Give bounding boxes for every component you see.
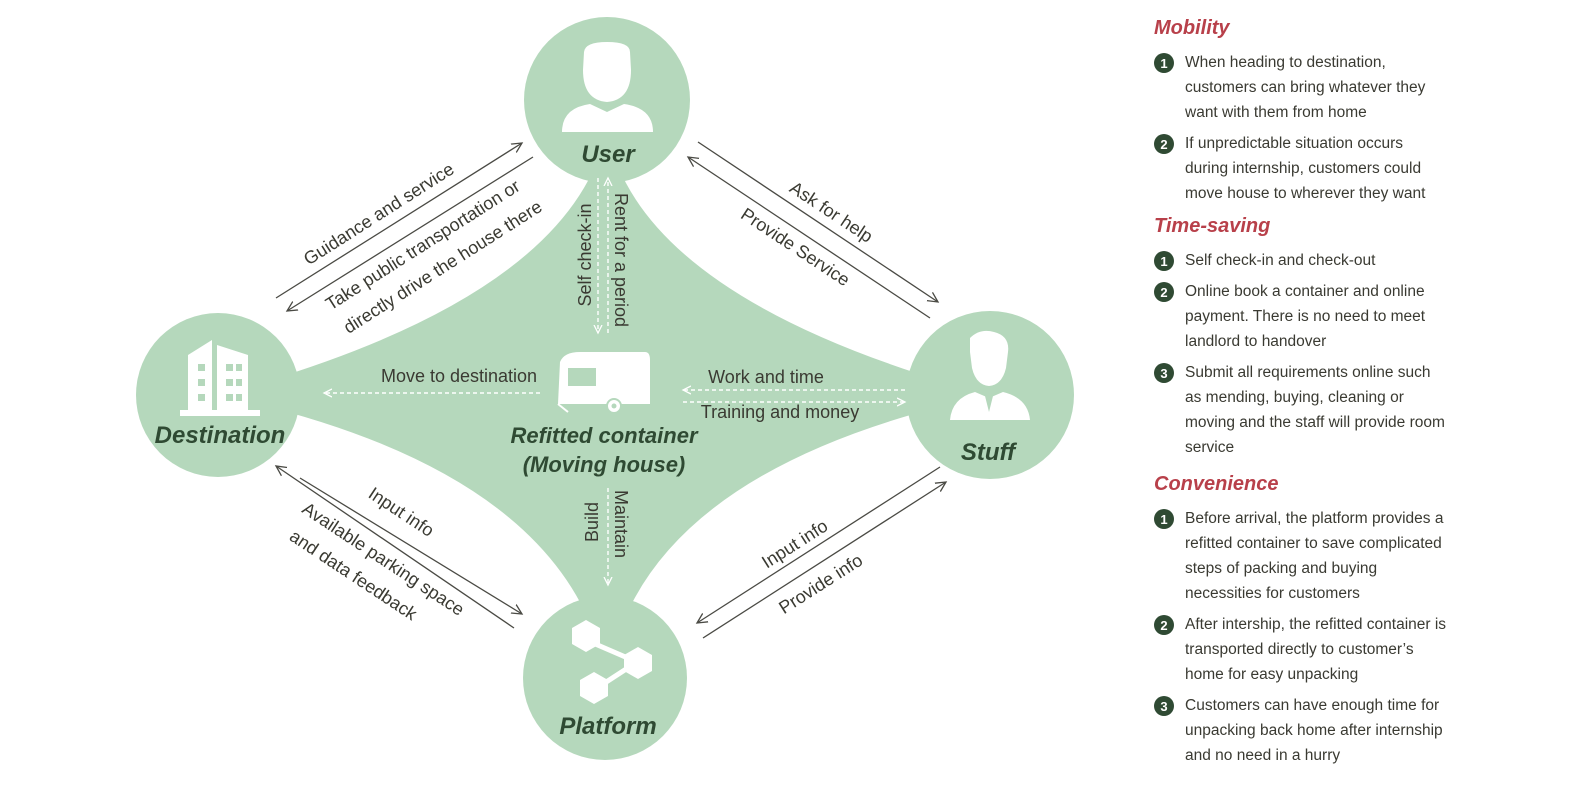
list-item: 1 When heading to destination, customers… — [1150, 50, 1555, 125]
label-maintain: Maintain — [611, 490, 631, 558]
item-text: When heading to destination, customers c… — [1185, 54, 1426, 121]
number-badge: 3 — [1154, 696, 1174, 716]
label-move-destination: Move to destination — [381, 366, 537, 386]
item-text: Online book a container and online payme… — [1185, 283, 1426, 350]
arrow-provide-info — [702, 482, 946, 639]
item-text: Before arrival, the platform provides a … — [1185, 510, 1444, 602]
center-label-line2: (Moving house) — [523, 452, 686, 477]
item-text: If unpredictable situation occurs during… — [1185, 135, 1426, 202]
center-label-line1: Refitted container — [510, 423, 698, 448]
item-text: Self check-in and check-out — [1185, 252, 1376, 269]
section-title: Mobility — [1154, 17, 1230, 39]
list-item: 1 Before arrival, the platform provides … — [1150, 506, 1555, 606]
number-badge: 2 — [1154, 134, 1174, 154]
label-training-money: Training and money — [701, 402, 859, 422]
connector-shape — [218, 130, 990, 680]
label-guidance: Guidance and service — [300, 159, 458, 269]
arrow-input-info-right — [697, 466, 941, 623]
section-convenience: Convenience 1 Before arrival, the platfo… — [1150, 470, 1555, 768]
list-item: 2 Online book a container and online pay… — [1150, 279, 1555, 354]
label-build: Build — [582, 502, 602, 542]
staff-icon — [950, 330, 1030, 420]
list-item: 1 Self check-in and check-out — [1150, 248, 1555, 273]
list-item: 3 Submit all requirements online such as… — [1150, 360, 1555, 460]
number-badge: 1 — [1154, 251, 1174, 271]
stuff-label: Stuff — [961, 439, 1017, 466]
building-icon — [180, 340, 260, 416]
label-provide-info: Provide info — [775, 550, 866, 618]
section-title: Time-saving — [1154, 215, 1271, 237]
list-item: 2 If unpredictable situation occurs duri… — [1150, 131, 1555, 206]
list-item: 3 Customers can have enough time for unp… — [1150, 693, 1555, 768]
label-self-checkin: Self check-in — [575, 203, 595, 306]
platform-label: Platform — [559, 713, 656, 740]
platform-node — [523, 596, 687, 760]
label-ask-help: Ask for help — [786, 177, 876, 246]
item-text: Customers can have enough time for unpac… — [1185, 697, 1443, 764]
arrow-transport — [287, 156, 534, 311]
arrow-guidance — [275, 143, 522, 299]
number-badge: 2 — [1154, 615, 1174, 635]
arrow-provide-service — [688, 157, 931, 319]
user-label: User — [581, 141, 636, 168]
section-time-saving: Time-saving 1 Self check-in and check-ou… — [1150, 212, 1555, 460]
benefits-panel: Mobility 1 When heading to destination, … — [1150, 14, 1555, 774]
stuff-node — [906, 311, 1074, 479]
item-text: After intership, the refitted container … — [1185, 616, 1447, 683]
item-text: Submit all requirements online such as m… — [1185, 364, 1445, 456]
arrow-input-info-left — [299, 477, 522, 614]
destination-label: Destination — [155, 422, 286, 449]
service-diagram: User Destination Stuff Platform Refitted… — [136, 17, 1074, 760]
section-title: Convenience — [1154, 473, 1279, 495]
section-mobility: Mobility 1 When heading to destination, … — [1150, 14, 1555, 206]
label-work-time: Work and time — [708, 367, 824, 387]
number-badge: 3 — [1154, 363, 1174, 383]
number-badge: 1 — [1154, 53, 1174, 73]
user-icon — [562, 42, 653, 132]
arrow-parking — [276, 466, 515, 629]
label-rent-period: Rent for a period — [611, 193, 631, 327]
list-item: 2 After intership, the refitted containe… — [1150, 612, 1555, 687]
number-badge: 1 — [1154, 509, 1174, 529]
caravan-icon — [557, 352, 650, 414]
label-input-info-left: Input info — [365, 483, 438, 541]
arrow-ask-help — [697, 141, 938, 302]
network-icon — [572, 620, 652, 704]
number-badge: 2 — [1154, 282, 1174, 302]
